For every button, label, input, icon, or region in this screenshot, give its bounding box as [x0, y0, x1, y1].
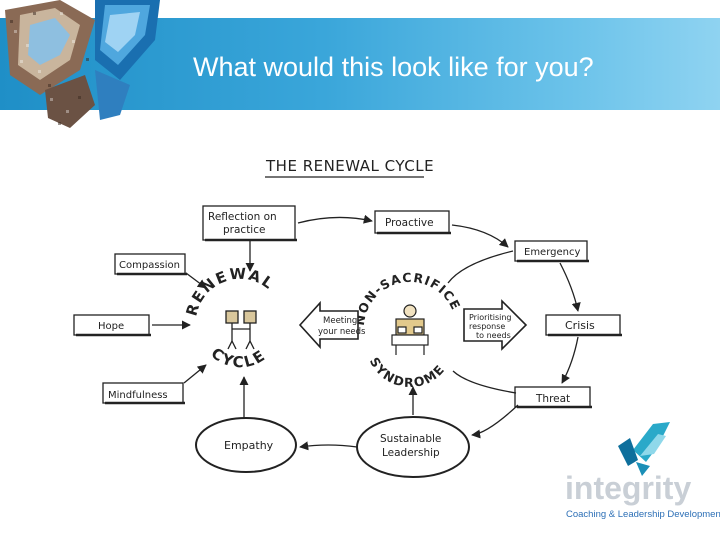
reflection-line2: practice [223, 224, 265, 236]
brand-name: integrity [565, 470, 692, 506]
box-emergency: Emergency [514, 240, 589, 263]
box-compassion: Compassion [114, 253, 187, 276]
meeting-line2: your needs [318, 327, 366, 337]
prioritising-line3: to needs [476, 331, 511, 340]
hope-label: Hope [98, 321, 124, 332]
sustainable-line1: Sustainable [380, 433, 441, 445]
mindfulness-label: Mindfulness [108, 390, 168, 401]
box-reflection: Reflection on practice [202, 205, 297, 242]
prioritising-line2: response [469, 322, 505, 331]
oval-sustainable-leadership: Sustainable Leadership [356, 416, 470, 478]
box-threat: Threat [514, 386, 592, 409]
meeting-line1: Meeting [323, 316, 357, 326]
sustainable-line2: Leadership [382, 447, 440, 459]
compassion-label: Compassion [119, 260, 180, 271]
prioritising-line1: Prioritising [469, 313, 512, 322]
reflection-line1: Reflection on [208, 211, 277, 223]
renewal-cycle-diagram: THE RENEWAL CYCLE Reflection on practice… [68, 143, 638, 493]
connector-arrows [152, 214, 581, 451]
meeting-needs-arrow: Meeting your needs [298, 300, 366, 350]
empathy-label: Empathy [224, 439, 274, 452]
emergency-label: Emergency [524, 247, 580, 258]
box-mindfulness: Mindfulness [102, 382, 185, 405]
box-proactive: Proactive [374, 210, 451, 235]
proactive-label: Proactive [385, 217, 434, 229]
prioritising-arrow: Prioritising response to needs [463, 299, 528, 351]
box-crisis: Crisis [545, 314, 622, 337]
brand-tagline: Coaching & Leadership Development [566, 509, 720, 520]
diagram-heading: THE RENEWAL CYCLE [265, 157, 434, 175]
threat-label: Threat [535, 393, 570, 405]
butterfly-logo [5, 0, 160, 128]
integrity-butterfly-icon [618, 422, 670, 476]
slide-title: What would this look like for you? [193, 52, 594, 82]
box-hope: Hope [73, 314, 151, 337]
oval-empathy: Empathy [195, 417, 297, 473]
person-at-desk-icon [391, 304, 429, 355]
handshake-figures-icon [225, 310, 257, 350]
crisis-label: Crisis [565, 319, 595, 332]
